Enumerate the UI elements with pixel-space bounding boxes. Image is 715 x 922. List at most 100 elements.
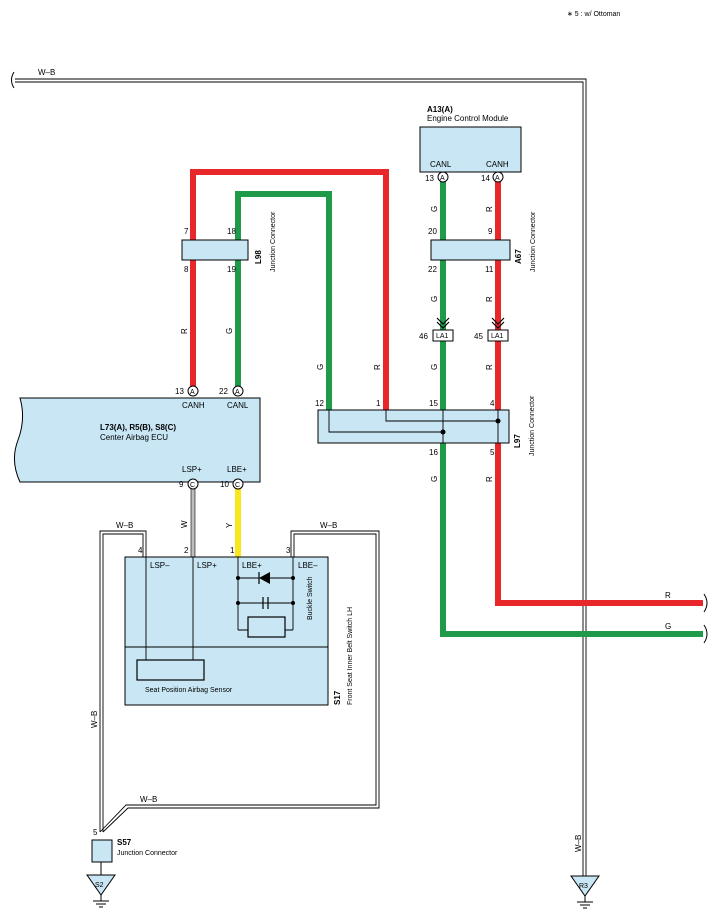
ecu-pin-22: 22 bbox=[219, 387, 228, 396]
ecm-pin-label-canh: CANH bbox=[486, 160, 509, 169]
wire-green-ecm bbox=[440, 180, 703, 637]
l97-code: L97 bbox=[513, 434, 522, 448]
ecm-box bbox=[419, 126, 522, 173]
junction-s57-box bbox=[91, 839, 113, 863]
ecu-pin-13: 13 bbox=[175, 387, 184, 396]
ecu-label-canl: CANL bbox=[227, 401, 249, 410]
l98-pin-19: 19 bbox=[227, 265, 236, 274]
s17-label-lsp-minus: LSP– bbox=[150, 561, 170, 570]
wb-label-top: W–B bbox=[38, 68, 55, 77]
ecu-conn-a-2 bbox=[232, 385, 244, 397]
ecu-label-lbe-plus: LBE+ bbox=[227, 465, 247, 474]
svg-text:10: 10 bbox=[220, 480, 229, 489]
s57-pin-5: 5 bbox=[93, 828, 98, 837]
la1-connector-45: LA1 45 bbox=[474, 317, 509, 342]
l98-pin-7: 7 bbox=[184, 227, 189, 236]
svg-text:C: C bbox=[235, 482, 240, 489]
s17-pin-3: 3 bbox=[286, 546, 291, 555]
wb-wire-seat bbox=[99, 530, 380, 833]
a67-code: A67 bbox=[514, 249, 523, 264]
a67-name: Junction Connector bbox=[530, 211, 537, 272]
l97-splice-dot-r bbox=[495, 418, 501, 424]
svg-text:C: C bbox=[190, 482, 195, 489]
ecu-label-canh: CANH bbox=[182, 401, 205, 410]
s17-code: S17 bbox=[333, 690, 342, 705]
svg-text:R: R bbox=[485, 364, 494, 370]
svg-text:S2: S2 bbox=[95, 882, 104, 889]
airbag-ecu-code: L73(A), R5(B), S8(C) bbox=[100, 423, 176, 432]
l97-pin-4: 4 bbox=[490, 399, 495, 408]
l97-pin-16: 16 bbox=[429, 448, 438, 457]
s57-name: Junction Connector bbox=[117, 850, 178, 857]
l97-name: Junction Connector bbox=[529, 395, 536, 456]
l97-pin-15: 15 bbox=[429, 399, 438, 408]
l97-splice-dot-g bbox=[440, 429, 446, 435]
wire-label-r-right: R bbox=[665, 591, 671, 600]
svg-text:9: 9 bbox=[179, 480, 184, 489]
s17-pin-2: 2 bbox=[184, 546, 189, 555]
l98-pin-18: 18 bbox=[227, 227, 236, 236]
wb-label-right: W–B bbox=[320, 521, 337, 530]
svg-text:R: R bbox=[180, 328, 189, 334]
a67-pin-9: 9 bbox=[488, 227, 493, 236]
airbag-ecu-box bbox=[14, 397, 261, 483]
wire-label-g-right: G bbox=[665, 622, 671, 631]
ground-r3-icon: R3 bbox=[570, 875, 600, 909]
wire-green-canl-ecu bbox=[235, 191, 332, 410]
wire-red-canh-ecu bbox=[190, 169, 389, 410]
wire-code-labels: G R G R G R R G G R G R bbox=[180, 206, 494, 482]
ecu-conn-a-1 bbox=[187, 385, 199, 397]
l98-code: L98 bbox=[254, 250, 263, 264]
wb-label-left: W–B bbox=[116, 521, 133, 530]
can-wires bbox=[190, 169, 703, 637]
l98-name: Junction Connector bbox=[270, 211, 277, 272]
l98-pin-8: 8 bbox=[184, 265, 189, 274]
wb-label-bottom: W–B bbox=[140, 795, 157, 804]
svg-text:G: G bbox=[316, 364, 325, 370]
ecm-pin-label-canl: CANL bbox=[430, 160, 452, 169]
s17-label-lbe-plus: LBE+ bbox=[242, 561, 262, 570]
ecu-bottom-circles: 9 C 10 C bbox=[179, 478, 244, 490]
ecm-connector-circles: A A bbox=[437, 171, 504, 183]
buckle-switch-label: Buckle Switch bbox=[307, 576, 314, 620]
svg-text:46: 46 bbox=[419, 332, 428, 341]
wire-label-y: Y bbox=[225, 522, 234, 528]
s17-label-lsp-plus: LSP+ bbox=[197, 561, 217, 570]
ecm-code: A13(A) bbox=[427, 105, 453, 114]
svg-text:G: G bbox=[430, 296, 439, 302]
l97-pin-1: 1 bbox=[376, 399, 381, 408]
dot-1 bbox=[236, 576, 240, 580]
junction-a67-box bbox=[430, 239, 511, 261]
svg-text:R: R bbox=[485, 476, 494, 482]
ecm-name: Engine Control Module bbox=[427, 114, 509, 123]
svg-text:G: G bbox=[225, 328, 234, 334]
svg-text:G: G bbox=[430, 364, 439, 370]
junction-l97-box bbox=[317, 409, 510, 444]
svg-text:G: G bbox=[430, 206, 439, 212]
seat-wires bbox=[190, 488, 241, 557]
wire-break-red-icon bbox=[703, 593, 708, 613]
ecm-pin-num-13: 13 bbox=[425, 174, 434, 183]
wire-break-green-icon bbox=[703, 624, 708, 644]
a67-pin-22: 22 bbox=[428, 265, 437, 274]
dot-2 bbox=[291, 576, 295, 580]
ecm-pin-num-14: 14 bbox=[481, 174, 490, 183]
a67-pin-20: 20 bbox=[428, 227, 437, 236]
svg-text:R3: R3 bbox=[579, 883, 588, 890]
a67-pin-11: 11 bbox=[485, 265, 494, 274]
svg-text:A: A bbox=[440, 175, 445, 182]
s17-name: Front Seat Inner Belt Switch LH bbox=[347, 607, 354, 705]
wire-red-ecm bbox=[495, 180, 703, 606]
junction-l98-box bbox=[181, 239, 249, 261]
l97-pin-12: 12 bbox=[315, 399, 324, 408]
dot-4 bbox=[291, 601, 295, 605]
l97-internal-lines bbox=[328, 410, 499, 443]
l97-pin-5: 5 bbox=[490, 448, 495, 457]
la1-connector-46: LA1 46 bbox=[419, 317, 454, 342]
s17-internal-lines bbox=[145, 557, 294, 660]
svg-text:R: R bbox=[485, 296, 494, 302]
diode-icon bbox=[258, 572, 270, 584]
svg-text:R: R bbox=[485, 206, 494, 212]
svg-text:G: G bbox=[430, 476, 439, 482]
